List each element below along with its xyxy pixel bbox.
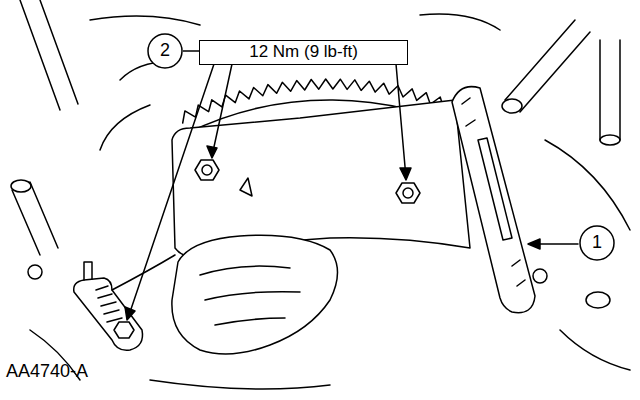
bolt [114,322,134,338]
callout-number: 2 [160,41,170,61]
sprocket-detail [200,266,300,325]
bolt-washer [202,165,212,175]
rod [12,182,58,255]
tensioner-pin [84,262,92,280]
torque-value: 12 Nm (9 lb-ft) [249,43,358,62]
bolt [396,183,420,203]
leader-line [212,64,232,156]
callout-number: 1 [579,225,615,261]
chain-tensioner [74,278,143,350]
bolt-washer [403,188,413,198]
guide-detail [462,98,525,286]
crank-sprocket [172,235,338,354]
rod [600,40,620,140]
rod-end [11,180,31,192]
hole [28,265,42,279]
dowel [586,292,610,308]
callout-circle-outline [580,226,614,260]
arrowhead [400,168,411,180]
arrowhead [125,307,135,320]
leader-line [128,64,214,318]
block-outline [100,62,175,150]
rod [505,20,590,112]
bracket-tab [240,178,252,196]
rod-end [502,99,522,113]
callout-number: 2 [147,33,183,69]
guide-slot [478,138,512,240]
ratchet-teeth [96,286,122,322]
guide-bracket [172,100,470,258]
arrowhead [207,146,217,158]
connector-line [183,50,199,52]
figure-code: AA4740-A [6,361,88,382]
callout-number: 1 [592,233,602,253]
chain-guide [452,87,535,313]
bolt [195,160,219,180]
rod-end [600,135,620,145]
rod [20,0,78,110]
arrowhead [528,239,540,249]
torque-spec-box: 12 Nm (9 lb-ft) [199,40,408,65]
block-outline [30,14,630,389]
leader-line [396,64,406,178]
hole [533,269,547,283]
callout-circle-outline [148,34,182,68]
